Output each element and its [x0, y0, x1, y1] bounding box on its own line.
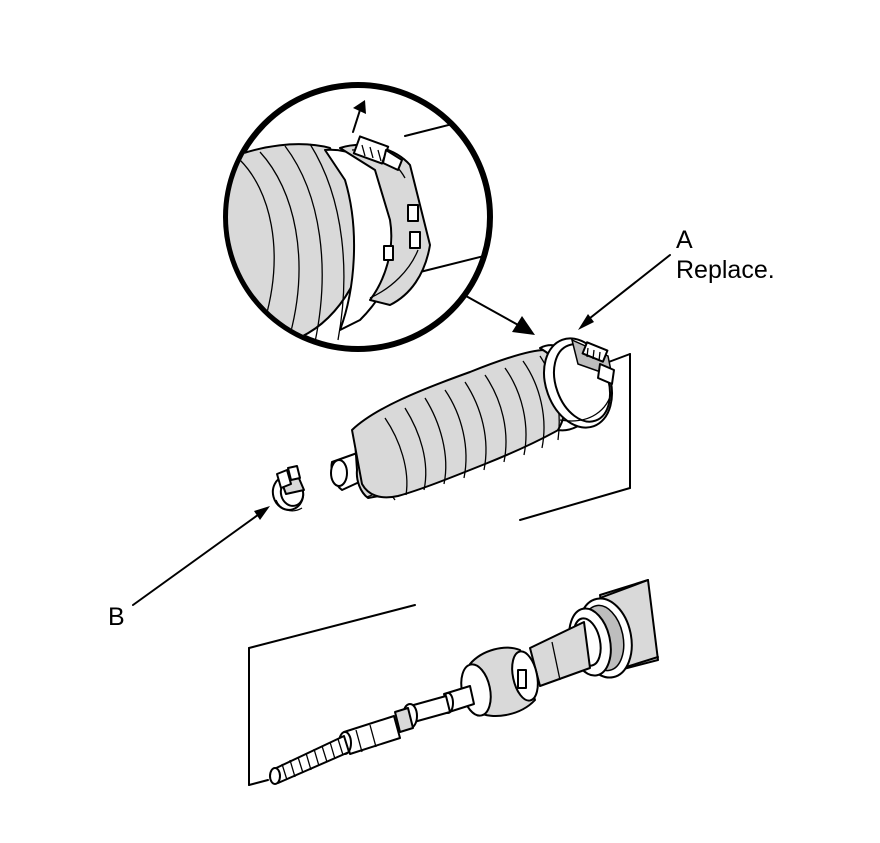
leader-line-a	[578, 254, 671, 330]
label-a-letter: A	[676, 226, 693, 254]
detail-magnifier	[223, 82, 493, 352]
label-a-note: Replace.	[676, 256, 775, 284]
magnifier-pointer-arrow	[465, 295, 535, 335]
tie-rod-assembly	[269, 579, 659, 785]
steering-boot	[330, 337, 615, 501]
lower-panel-frame	[248, 604, 416, 786]
clamp-b	[271, 465, 305, 512]
leader-line-b	[132, 506, 270, 606]
label-b-letter: B	[108, 603, 125, 631]
